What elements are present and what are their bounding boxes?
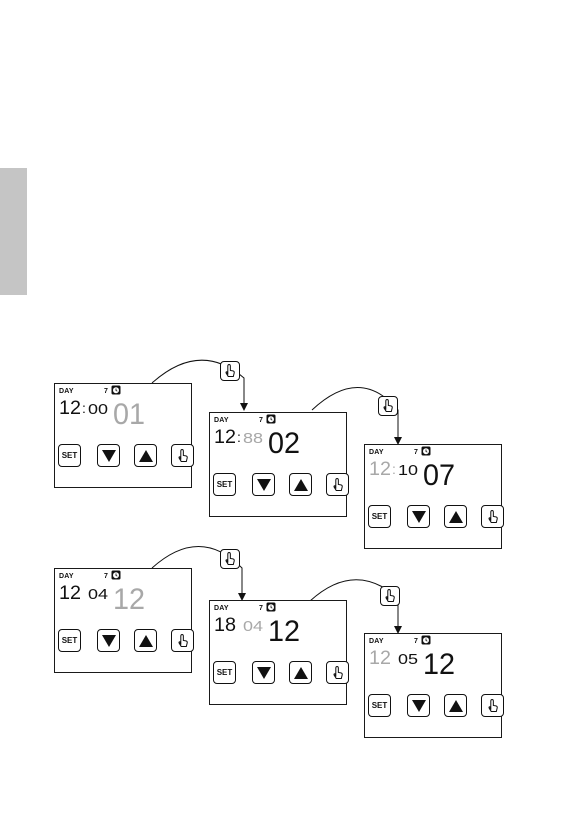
time-display: 18 04 12 xyxy=(210,601,346,659)
set-button-label: SET xyxy=(217,668,233,677)
set-button[interactable]: SET xyxy=(368,694,391,717)
time-hours: 12 xyxy=(369,648,391,669)
arrow-up-icon xyxy=(139,635,153,647)
time-display: 12 04 12 xyxy=(55,569,191,627)
arrow-down-icon xyxy=(412,700,426,712)
hand-touch-icon xyxy=(174,447,191,464)
down-button[interactable] xyxy=(407,694,430,717)
time-minutes: 05 xyxy=(398,651,418,668)
arrow-up-icon xyxy=(294,479,308,491)
time-display: 12 : 88 02 xyxy=(210,413,346,471)
time-hours: 18 xyxy=(214,615,236,636)
time-separator: : xyxy=(237,429,241,445)
big-value: 01 xyxy=(113,398,145,431)
time-display: 12 : 00 01 xyxy=(55,384,191,442)
time-minutes: 04 xyxy=(88,586,108,603)
up-button[interactable] xyxy=(444,505,467,528)
down-button[interactable] xyxy=(97,629,120,652)
touch-button[interactable] xyxy=(481,505,504,528)
arrow-down-icon xyxy=(257,667,271,679)
up-button[interactable] xyxy=(134,444,157,467)
hand-touch-icon xyxy=(378,396,398,416)
big-value: 12 xyxy=(113,583,145,616)
time-hours: 12 xyxy=(59,583,81,604)
arrow-down-icon xyxy=(412,511,426,523)
hand-touch-icon xyxy=(484,508,501,525)
time-minutes: 10 xyxy=(398,462,418,479)
set-button-label: SET xyxy=(372,701,388,710)
thermostat-panel: DAY 7 12 04 12 SET xyxy=(54,568,192,673)
set-button-label: SET xyxy=(372,512,388,521)
touch-button[interactable] xyxy=(171,629,194,652)
hand-touch-icon xyxy=(380,586,400,606)
big-value: 02 xyxy=(268,427,300,460)
set-button-label: SET xyxy=(217,480,233,489)
touch-button[interactable] xyxy=(326,473,349,496)
up-button[interactable] xyxy=(444,694,467,717)
down-button[interactable] xyxy=(407,505,430,528)
thermostat-panel: DAY 7 12 : 88 02 SET xyxy=(209,412,347,517)
hand-touch-icon xyxy=(174,632,191,649)
arrow-down-icon xyxy=(102,450,116,462)
thermostat-panel: DAY 7 12 : 10 07 SET xyxy=(364,444,502,549)
set-button[interactable]: SET xyxy=(213,661,236,684)
time-hours: 12 xyxy=(59,398,81,419)
big-value: 12 xyxy=(423,648,455,681)
hand-touch-icon xyxy=(484,697,501,714)
down-button[interactable] xyxy=(252,473,275,496)
arrow-down-icon xyxy=(102,635,116,647)
time-hours: 12 xyxy=(369,459,391,480)
down-button[interactable] xyxy=(97,444,120,467)
set-button[interactable]: SET xyxy=(368,505,391,528)
time-minutes: 04 xyxy=(243,618,263,635)
hand-touch-icon xyxy=(329,476,346,493)
time-display: 12 : 10 07 xyxy=(365,445,501,503)
touch-button[interactable] xyxy=(326,661,349,684)
set-button-label: SET xyxy=(62,636,78,645)
set-button[interactable]: SET xyxy=(58,444,81,467)
thermostat-panel: DAY 7 12 05 12 SET xyxy=(364,633,502,738)
arrow-down-icon xyxy=(257,479,271,491)
down-button[interactable] xyxy=(252,661,275,684)
set-button[interactable]: SET xyxy=(213,473,236,496)
hand-touch-icon xyxy=(329,664,346,681)
big-value: 07 xyxy=(423,459,455,492)
up-button[interactable] xyxy=(289,661,312,684)
time-hours: 12 xyxy=(214,427,236,448)
touch-button[interactable] xyxy=(481,694,504,717)
thermostat-panel: DAY 7 12 : 00 01 SET xyxy=(54,383,192,488)
big-value: 12 xyxy=(268,615,300,648)
arrow-up-icon xyxy=(449,700,463,712)
thermostat-panel: DAY 7 18 04 12 SET xyxy=(209,600,347,705)
time-minutes: 88 xyxy=(243,430,263,447)
time-display: 12 05 12 xyxy=(365,634,501,692)
hand-touch-icon xyxy=(220,549,240,569)
hand-touch-icon xyxy=(220,361,240,381)
arrow-up-icon xyxy=(449,511,463,523)
up-button[interactable] xyxy=(134,629,157,652)
time-minutes: 00 xyxy=(88,401,108,418)
up-button[interactable] xyxy=(289,473,312,496)
touch-button[interactable] xyxy=(171,444,194,467)
set-button-label: SET xyxy=(62,451,78,460)
arrow-up-icon xyxy=(294,667,308,679)
time-separator: : xyxy=(82,400,86,416)
set-button[interactable]: SET xyxy=(58,629,81,652)
time-separator: : xyxy=(392,461,396,477)
arrow-up-icon xyxy=(139,450,153,462)
